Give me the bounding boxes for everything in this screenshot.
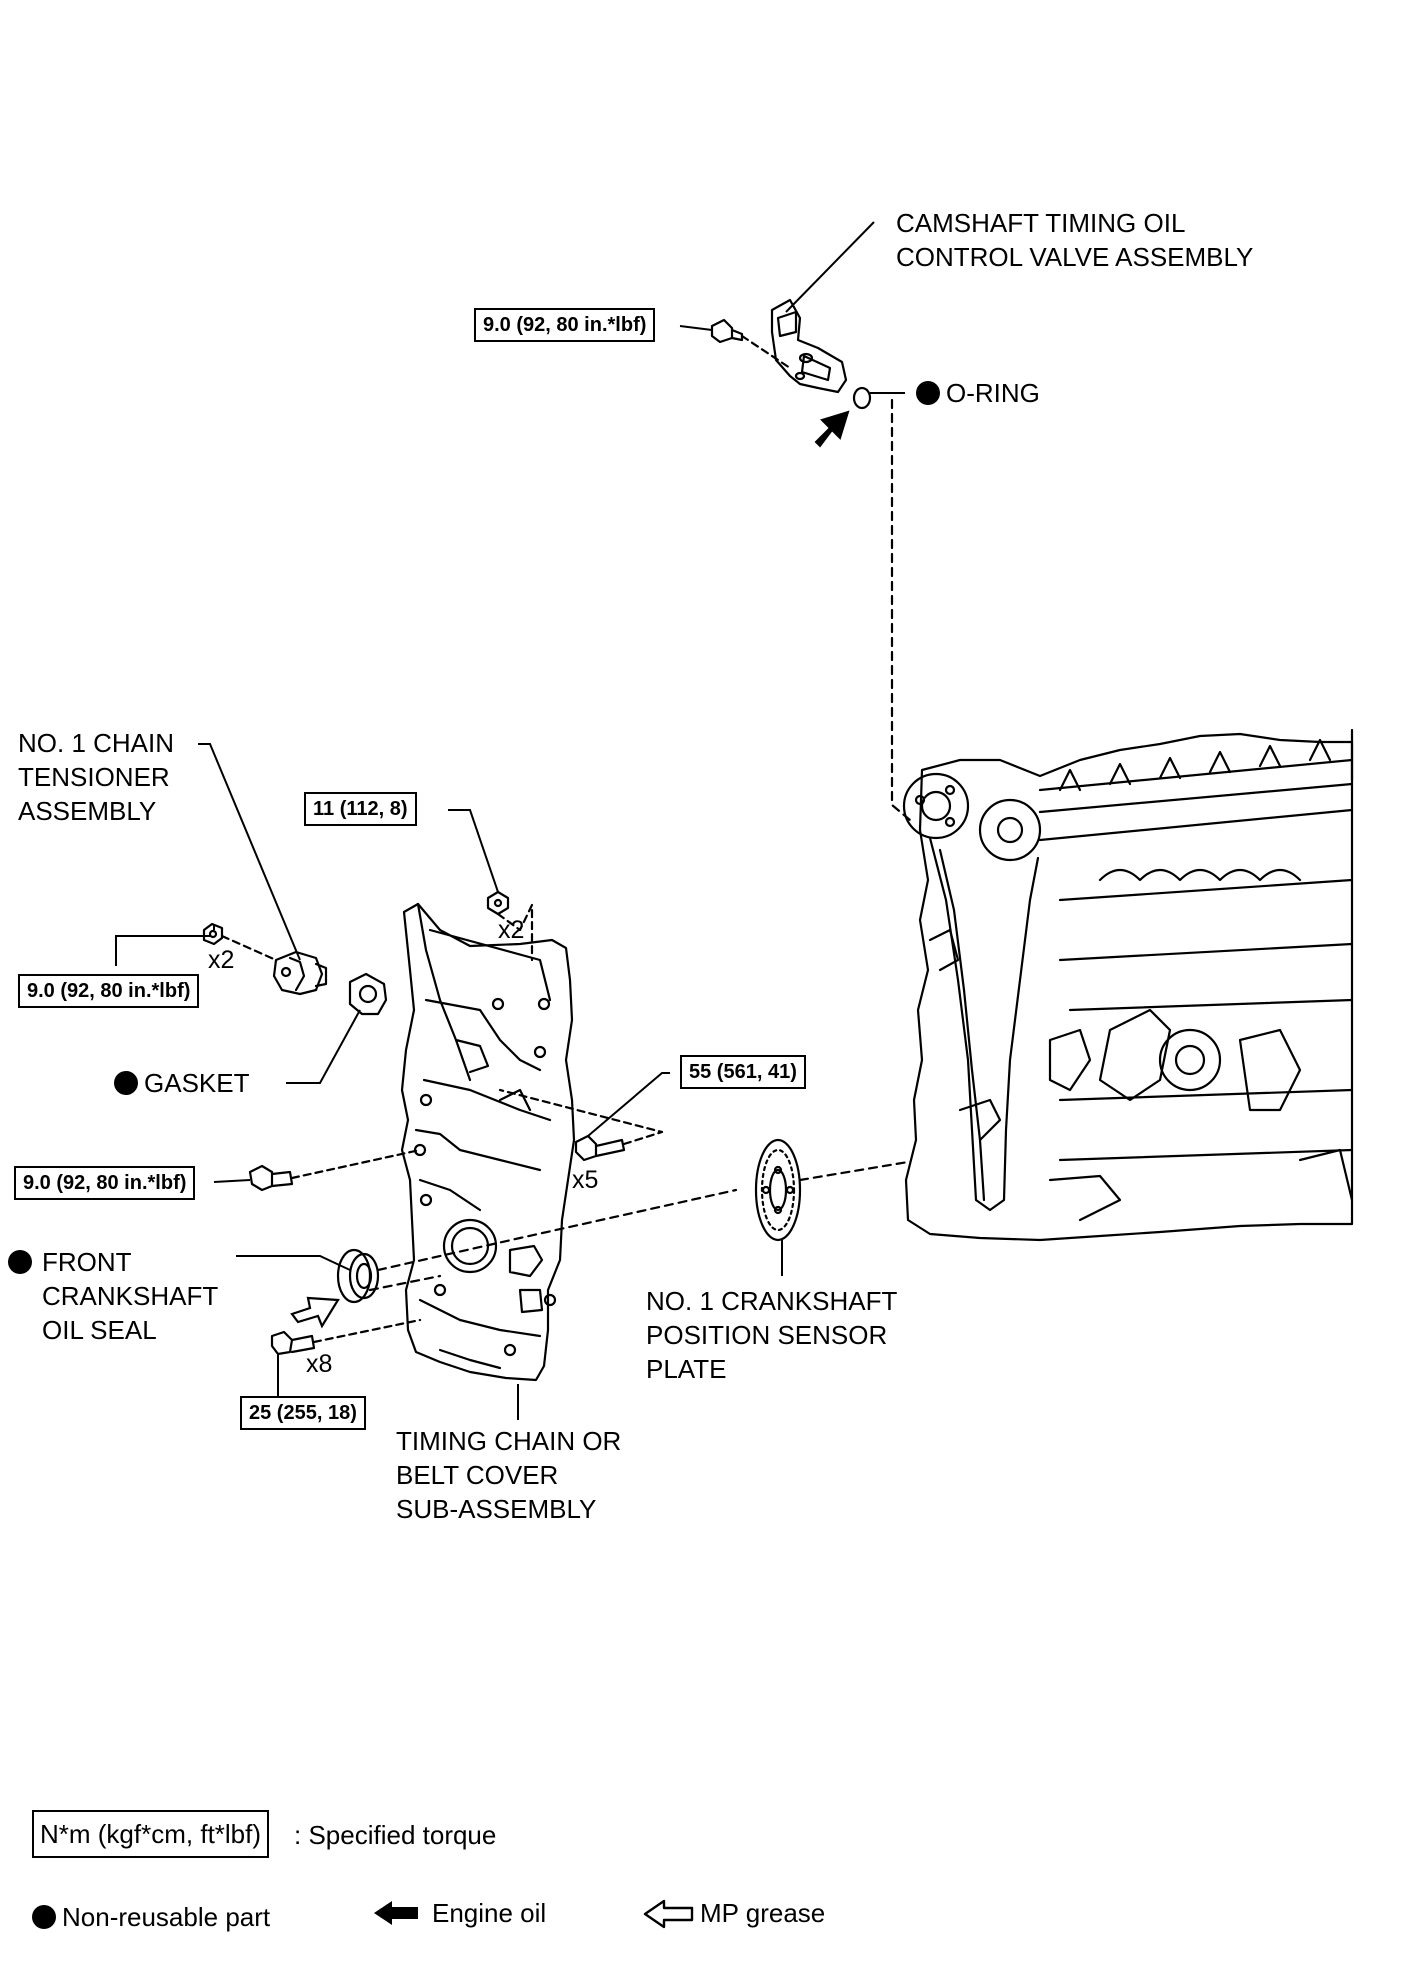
legend-engine-oil-icon [374, 1901, 418, 1925]
non-reusable-dot-icon [8, 1250, 32, 1274]
upper-bolt-part [574, 1134, 626, 1162]
label-chain-tensioner: NO. 1 CHAIN TENSIONER ASSEMBLY [18, 728, 175, 826]
chain-tensioner-part [272, 950, 328, 996]
legend-non-reusable: Non-reusable part [32, 1902, 270, 1933]
label-front-seal: FRONT CRANKSHAFT OIL SEAL [8, 1245, 218, 1347]
legend-engine-oil: Engine oil [432, 1898, 547, 1928]
legend-torque-desc: : Specified torque [294, 1820, 497, 1850]
torque-side-bolt: 9.0 (92, 80 in.*lbf) [14, 1166, 196, 1200]
legend-torque-unit: N*m (kgf*cm, ft*lbf) [32, 1810, 270, 1858]
label-gasket: GASKET [114, 1066, 249, 1100]
front-oil-seal-part [336, 1248, 380, 1304]
label-o-ring: O-RING [916, 376, 1040, 410]
mp-grease-arrow-icon [290, 1296, 340, 1329]
torque-cover-nut: 11 (112, 8) [304, 792, 417, 826]
torque-lower-bolt: 25 (255, 18) [240, 1396, 366, 1430]
legend-mp-grease-icon [643, 1899, 694, 1929]
non-reusable-dot-icon [114, 1071, 138, 1095]
sensor-plate-part [754, 1138, 802, 1242]
torque-valve-bolt: 9.0 (92, 80 in.*lbf) [474, 308, 656, 342]
engine-oil-arrow-icon [814, 410, 850, 448]
non-reusable-dot-icon [32, 1905, 56, 1929]
qty-lower-bolt: x8 [306, 1350, 333, 1378]
legend-mp-grease: MP grease [700, 1898, 826, 1928]
o-ring-part [852, 386, 872, 410]
non-reusable-dot-icon [916, 381, 940, 405]
side-bolt-part [248, 1164, 294, 1192]
label-timing-cover: TIMING CHAIN OR BELT COVER SUB-ASSEMBLY [396, 1426, 622, 1524]
qty-tensioner-nut: x2 [208, 946, 235, 974]
gasket-part [348, 972, 388, 1016]
cover-nut-part [486, 890, 510, 916]
torque-tensioner-nut: 9.0 (92, 80 in.*lbf) [18, 974, 200, 1008]
timing-cover-part [400, 902, 576, 1382]
qty-cover-nut: x2 [498, 916, 525, 944]
qty-upper-bolt: x5 [572, 1166, 599, 1194]
engine-block-illustration [902, 728, 1354, 1242]
valve-bolt-part [710, 318, 744, 344]
label-sensor-plate: NO. 1 CRANKSHAFT POSITION SENSOR PLATE [646, 1286, 898, 1384]
label-camshaft-valve: CAMSHAFT TIMING OIL CONTROL VALVE ASSEMB… [896, 208, 1254, 272]
torque-upper-bolt: 55 (561, 41) [680, 1055, 806, 1089]
tensioner-nut-part [202, 922, 224, 946]
camshaft-oil-control-valve-part [770, 298, 848, 394]
